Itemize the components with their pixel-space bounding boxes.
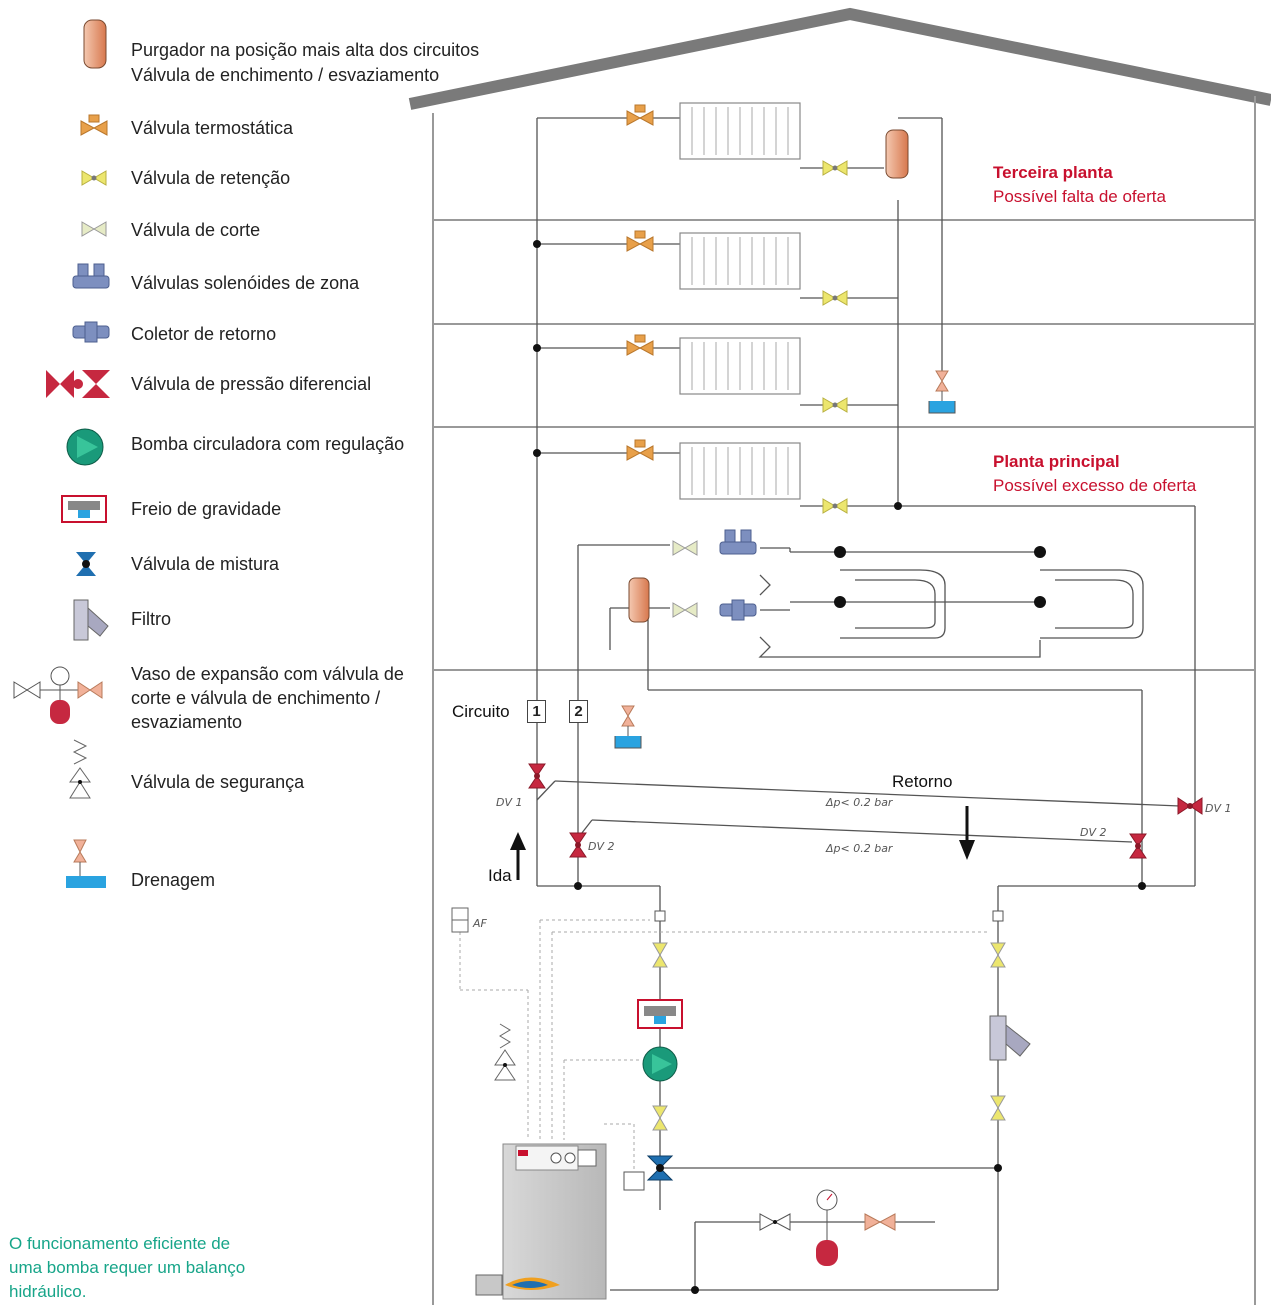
top-floor-title: Terceira planta — [993, 163, 1113, 182]
shutoff-valve-icon — [990, 942, 1006, 968]
drain-icon — [928, 370, 956, 414]
legend-shutoff-valve-icon — [81, 221, 107, 237]
dp-valve-icon — [1177, 797, 1203, 815]
main-floor-title: Planta principal — [993, 452, 1120, 471]
radiator — [679, 442, 801, 500]
legend-safety-label: Válvula de segurança — [131, 772, 305, 792]
thermostatic-valve-icon — [626, 334, 654, 356]
legend-mixing-valve-icon — [76, 552, 96, 576]
zone-solenoid-valves-icon — [719, 529, 757, 555]
legend-vent-label-2: Válvula de enchimento / esvaziamento — [131, 65, 440, 85]
mixing-valve-icon — [646, 1155, 674, 1181]
radiator — [679, 102, 801, 160]
filter-icon — [989, 1015, 1031, 1061]
legend-drain-label: Drenagem — [131, 870, 216, 890]
top-floor-note: Possível falta de oferta — [993, 187, 1166, 206]
legend-filter-label: Filtro — [131, 609, 171, 629]
boiler-icon — [475, 1143, 607, 1300]
radiator — [679, 232, 801, 290]
legend-return-collector-icon — [72, 321, 110, 343]
pipes — [536, 117, 1196, 1291]
legend-solenoid-label: Válvulas solenóides de zona — [131, 273, 360, 293]
legend-check-valve-icon — [81, 170, 107, 186]
dv1-left-label: DV 1 — [496, 796, 523, 809]
supply-arrow-icon — [510, 832, 526, 880]
legend-collector-label: Coletor de retorno — [131, 324, 277, 344]
legend-check-label: Válvula de retenção — [131, 168, 291, 188]
legend-mixing-label: Válvula de mistura — [131, 554, 280, 574]
return-collector-icon — [719, 599, 757, 621]
thermostatic-valve-icon — [626, 230, 654, 252]
dv1-right-label: DV 1 — [1205, 802, 1232, 815]
legend-solenoid-valves-icon — [72, 263, 110, 289]
legend-gravity-brake-icon — [61, 495, 107, 523]
legend-thermostatic-label: Válvula termostática — [131, 118, 294, 138]
legend-thermostatic-valve-icon — [80, 114, 108, 136]
radiator — [679, 337, 801, 395]
dp-valve-icon — [569, 832, 587, 858]
pipe-junctions — [533, 240, 1146, 1294]
return-arrow-icon — [959, 806, 975, 860]
legend-vent-label-1: Purgador na posição mais alta dos circui… — [131, 40, 480, 60]
expansion-vessel-icon — [759, 1189, 896, 1266]
legend-dp-label: Válvula de pressão diferencial — [131, 374, 372, 394]
return-label: Retorno — [892, 772, 953, 791]
dv2-left-label: DV 2 — [588, 840, 615, 853]
drain-icon — [614, 705, 642, 749]
thermostatic-valve-icon — [626, 439, 654, 461]
gravity-brake-icon — [637, 999, 683, 1029]
footnote: O funcionamento eficiente de uma bomba r… — [9, 1234, 246, 1301]
legend-safety-valve-icon — [69, 739, 91, 799]
supply-label: Ida — [488, 866, 512, 885]
dp-valve-icon — [528, 763, 546, 789]
shutoff-valve-icon — [672, 540, 698, 556]
shutoff-valve-icon — [652, 942, 668, 968]
af-label: AF — [472, 917, 488, 930]
sensor-pocket — [654, 910, 666, 922]
circulator-pump-icon — [642, 1046, 678, 1082]
thermostatic-valve-icon — [626, 104, 654, 126]
legend-shutoff-label: Válvula de corte — [131, 220, 261, 240]
safety-valve-icon — [494, 1023, 516, 1081]
circuit-2-badge: 2 — [569, 700, 588, 723]
circuit-1-badge: 1 — [527, 700, 546, 723]
dp2-label: Δp< 0.2 bar — [825, 842, 894, 855]
sensor-pocket — [992, 910, 1004, 922]
check-valve-icon — [822, 290, 848, 306]
dp1-label: Δp< 0.2 bar — [825, 796, 894, 809]
legend-filter-icon — [73, 599, 109, 641]
legend-vent-icon — [83, 19, 107, 69]
mixing-actuator — [623, 1171, 645, 1191]
legend-drain-icon — [66, 839, 106, 888]
check-valve-icon — [822, 397, 848, 413]
legend-vessel-label: Vaso de expansão com válvula de corte e … — [131, 664, 404, 732]
legend-gravity-label: Freio de gravidade — [131, 499, 282, 519]
check-valve-icon — [822, 160, 848, 176]
legend-pump-label: Bomba circuladora com regulação — [131, 434, 405, 454]
main-floor-note: Possível excesso de oferta — [993, 476, 1197, 495]
outdoor-sensor-icon — [451, 907, 469, 933]
shutoff-valve-icon — [672, 602, 698, 618]
shutoff-valve-icon — [990, 1095, 1006, 1121]
legend-pump-icon — [66, 428, 104, 466]
dp-valve-icon — [1129, 833, 1147, 859]
legend-dp-valve-icon — [46, 370, 110, 398]
legend-expansion-vessel-icon — [13, 666, 103, 724]
shutoff-valve-icon — [652, 1105, 668, 1131]
dv2-right-label: DV 2 — [1080, 826, 1107, 839]
circuit-label: Circuito — [452, 702, 510, 721]
air-vent-icon — [885, 129, 909, 179]
air-vent-icon — [628, 577, 650, 623]
check-valve-icon — [822, 498, 848, 514]
roof — [408, 7, 1271, 110]
